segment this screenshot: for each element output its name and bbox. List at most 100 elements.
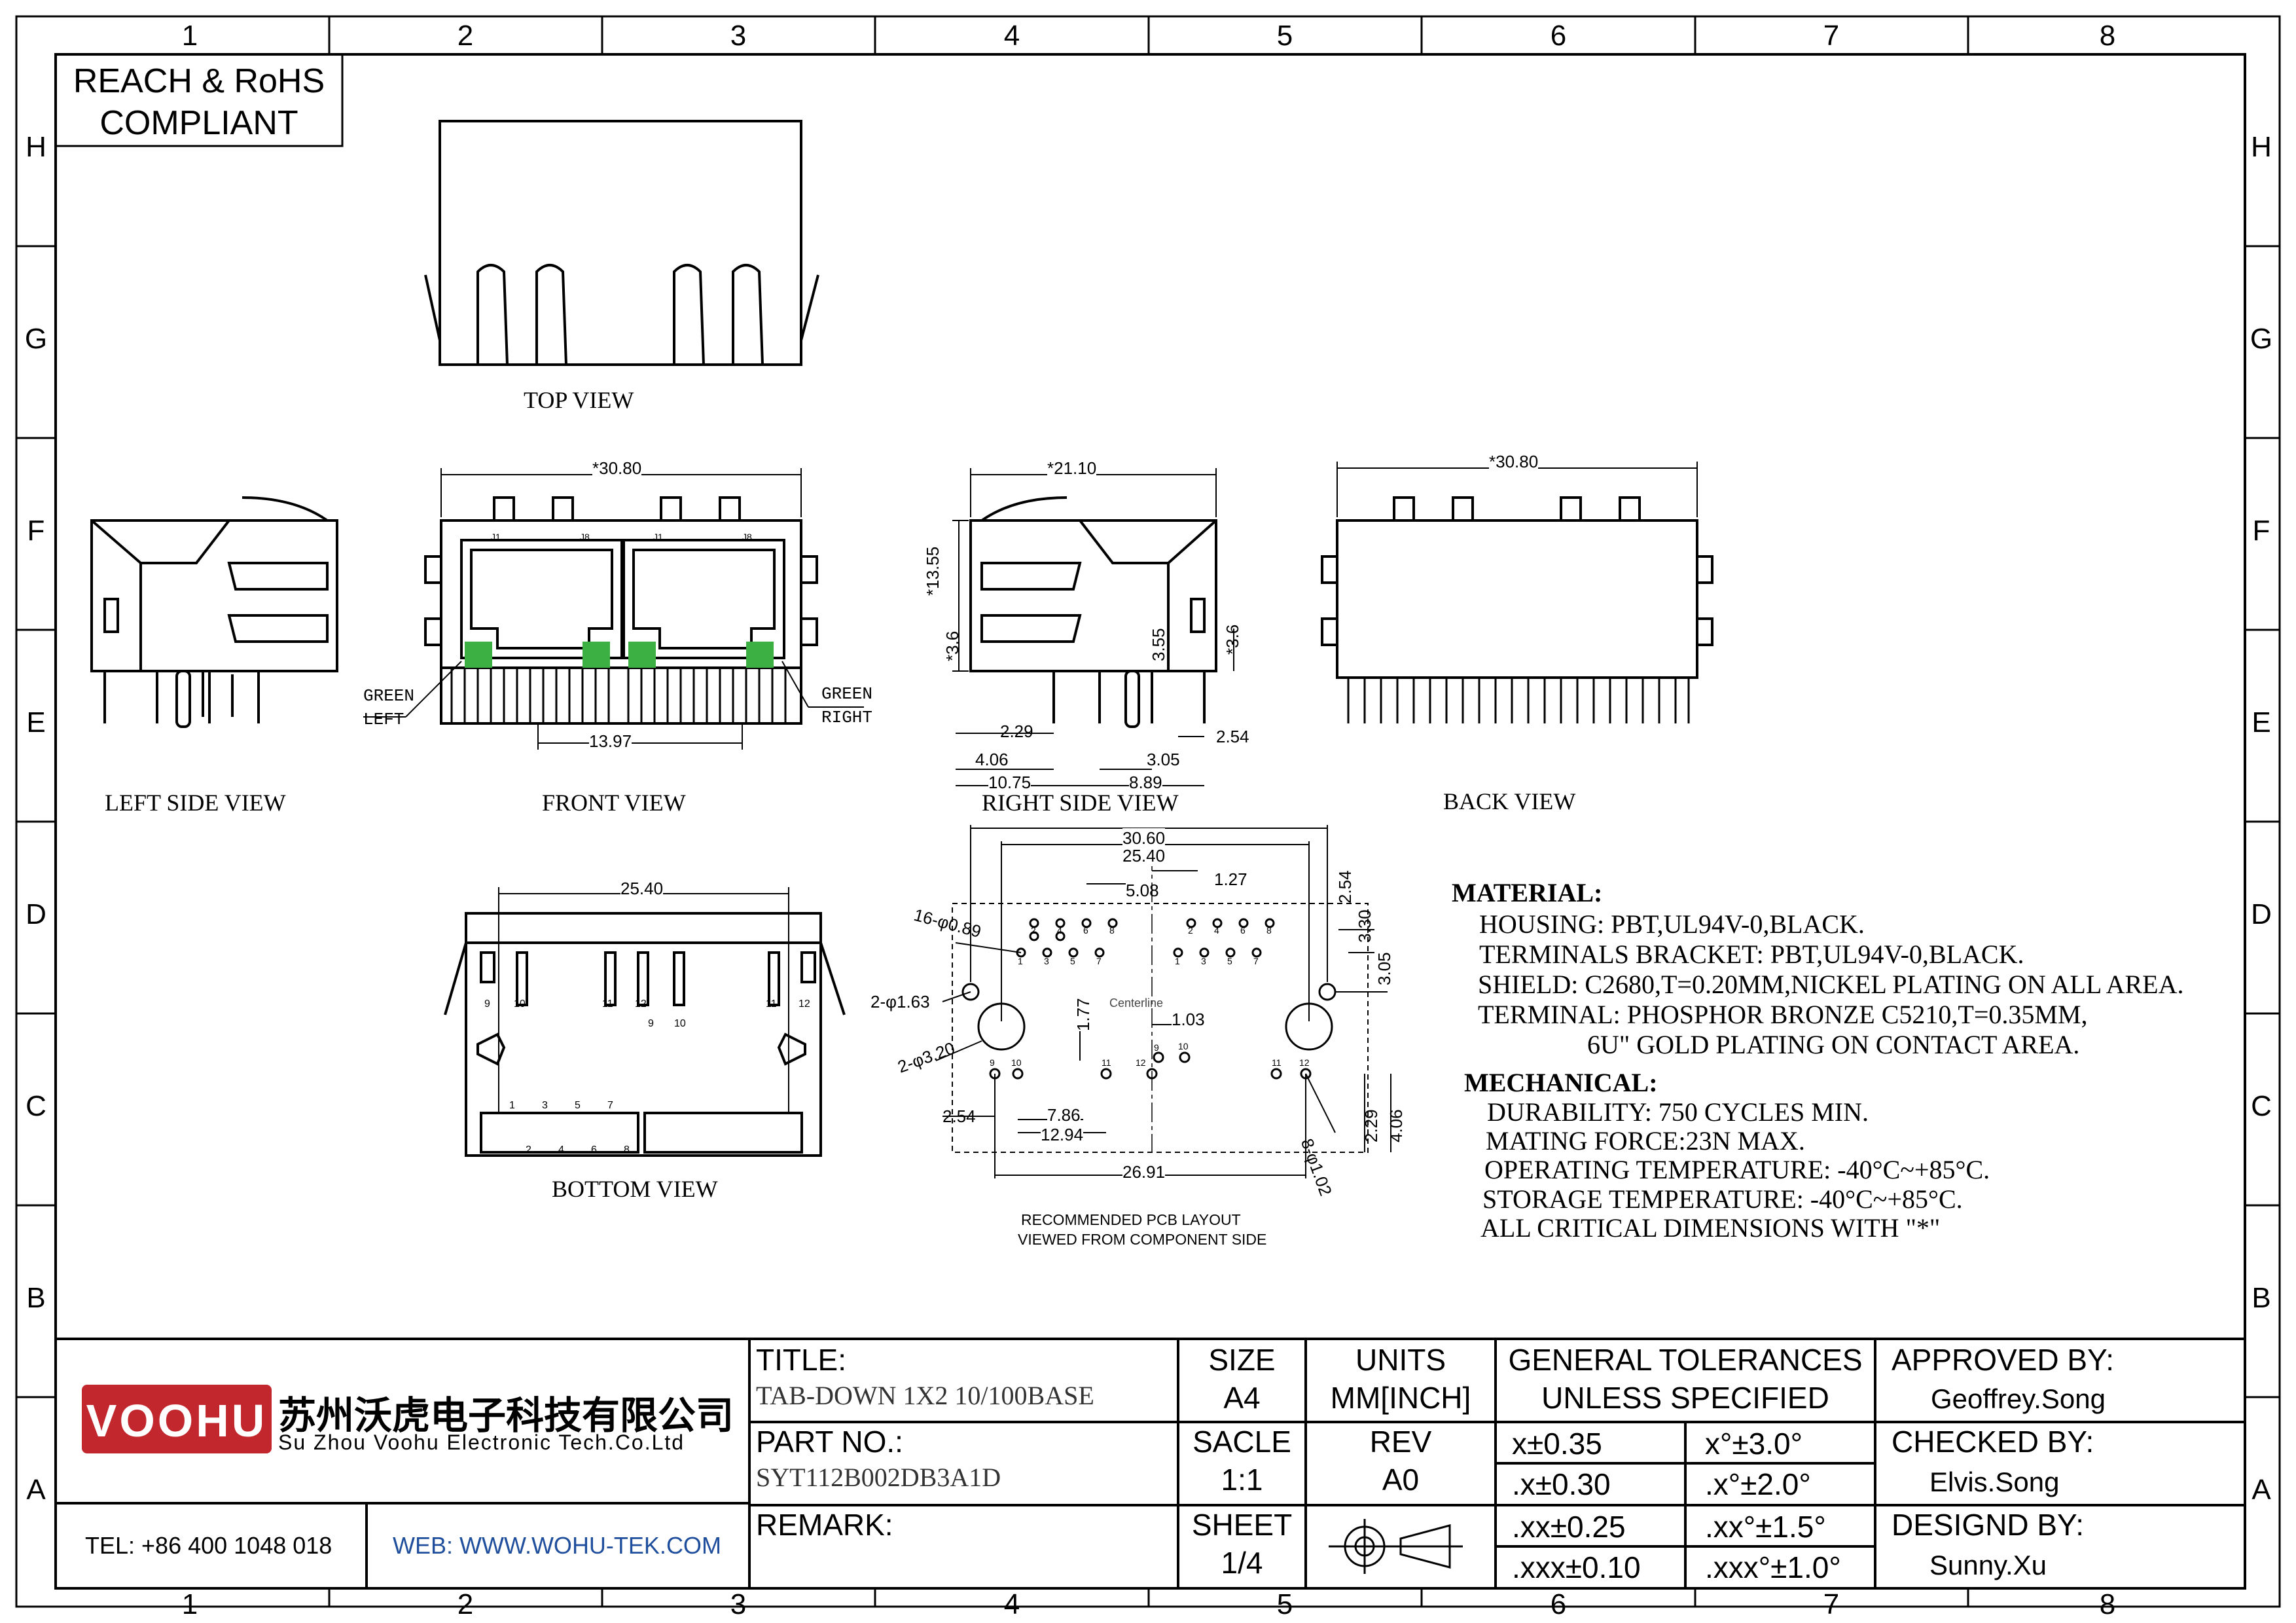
row-label-right-f: F xyxy=(2252,515,2270,547)
part-number-label: PART NO.: xyxy=(756,1425,903,1459)
part-number-value: SYT112B002DB3A1D xyxy=(756,1463,1001,1492)
tolerance-angular-3: .xxx°±1.0° xyxy=(1705,1550,1841,1584)
pin-j1-right: J1 xyxy=(653,532,663,542)
back-width-dim: *30.80 xyxy=(1489,452,1539,472)
right-dim-2-54: 2.54 xyxy=(1216,727,1249,746)
right-dim-height: *13.55 xyxy=(923,546,942,596)
pcb-dim-1-03: 1.03 xyxy=(1172,1010,1205,1029)
units-value: MM[INCH] xyxy=(1330,1381,1471,1415)
pcb-hole-11a: 11 xyxy=(1102,1057,1111,1068)
pcb-hole-10b: 10 xyxy=(1178,1041,1189,1051)
right-dim-2-29: 2.29 xyxy=(1000,721,1033,741)
approved-by-value: Geoffrey.Song xyxy=(1931,1383,2106,1414)
caption-top-view: TOP VIEW xyxy=(524,387,634,413)
pcb-hole-3b: 3 xyxy=(1201,956,1206,966)
right-dim-3-55: 3.55 xyxy=(1149,628,1168,661)
pcb-dim-2-54-top: 2.54 xyxy=(1335,870,1355,903)
tolerance-linear-0: x±0.35 xyxy=(1512,1427,1602,1461)
pcb-hole-1a: 1 xyxy=(1018,956,1023,966)
led-green-left xyxy=(465,642,492,668)
pcb-hole-7a: 7 xyxy=(1096,956,1102,966)
bottom-pin-12-right: 12 xyxy=(798,998,810,1010)
right-dim-10-75: 10.75 xyxy=(988,773,1031,793)
pcb-hole-11b: 11 xyxy=(1272,1057,1282,1068)
mechanical-line-critical: ALL CRITICAL DIMENSIONS WITH "*" xyxy=(1480,1213,1941,1243)
front-width-dim: *30.80 xyxy=(592,458,642,479)
green-left-label: GREEN LEFT xyxy=(363,684,414,731)
pcb-hole-2a: 2 xyxy=(1031,925,1036,936)
material-heading: MATERIAL: xyxy=(1452,878,1603,907)
title-value: TAB-DOWN 1X2 10/100BASE xyxy=(756,1381,1094,1410)
col-label-bottom-7: 7 xyxy=(1823,1588,1840,1620)
back-view-pins xyxy=(1347,678,1690,723)
caption-bottom-view: BOTTOM VIEW xyxy=(552,1176,718,1202)
material-line-shield: SHIELD: C2680,T=0.20MM,NICKEL PLATING ON… xyxy=(1478,970,2184,999)
company-name-cn: 苏州沃虎电子科技有限公司 xyxy=(278,1395,734,1437)
col-label-bottom-4: 4 xyxy=(1003,1588,1020,1620)
right-word: RIGHT xyxy=(821,708,873,727)
right-dim-8-89: 8.89 xyxy=(1129,773,1162,793)
bottom-pin-7: 7 xyxy=(607,1100,613,1111)
pcb-hole-9b: 9 xyxy=(1154,1042,1159,1053)
zone-ticks xyxy=(16,16,2280,1607)
bottom-pin-11-right: 11 xyxy=(766,998,777,1010)
mechanical-heading: MECHANICAL: xyxy=(1464,1068,1658,1097)
bottom-pin-10-right: 10 xyxy=(674,1018,686,1029)
company-web[interactable]: WEB: WWW.WOHU-TEK.COM xyxy=(393,1532,721,1559)
pcb-dim-2-54-bottom: 2.54 xyxy=(942,1106,976,1126)
col-label-bottom-6: 6 xyxy=(1550,1588,1567,1620)
green-right-label: GREEN RIGHT xyxy=(821,682,872,729)
row-label-d: D xyxy=(26,898,46,930)
col-label-bottom-1: 1 xyxy=(181,1588,198,1620)
material-line-terminal: TERMINAL: PHOSPHOR BRONZE C5210,T=0.35MM… xyxy=(1478,1000,2088,1029)
bottom-pin-1: 1 xyxy=(509,1100,515,1111)
material-line-bracket: TERMINALS BRACKET: PBT,UL94V-0,BLACK. xyxy=(1479,939,2024,969)
caption-front-view: FRONT VIEW xyxy=(542,790,686,816)
col-label-5: 5 xyxy=(1276,20,1293,52)
pcb-hole-4a: 4 xyxy=(1057,925,1062,936)
pcb-hole-5a: 5 xyxy=(1070,956,1075,966)
pcb-hole-9a: 9 xyxy=(990,1057,995,1068)
row-label-e: E xyxy=(26,706,46,739)
rev-value: A0 xyxy=(1382,1463,1420,1497)
led-indicators xyxy=(465,642,774,668)
pcb-hole-12b: 12 xyxy=(1299,1057,1310,1068)
col-label-bottom-5: 5 xyxy=(1276,1588,1293,1620)
col-label-7: 7 xyxy=(1823,20,1840,52)
bottom-pin-9-right: 9 xyxy=(648,1018,654,1029)
caption-right-side-view: RIGHT SIDE VIEW xyxy=(982,790,1179,816)
pcb-dim-7-86: 7.86 xyxy=(1047,1105,1081,1125)
row-label-right-c: C xyxy=(2251,1090,2272,1122)
green-left-word: GREEN xyxy=(363,686,415,706)
row-label-right-d: D xyxy=(2251,898,2272,930)
pcb-dim-1-27: 1.27 xyxy=(1214,869,1247,889)
compliance-line1: REACH & RoHS xyxy=(73,62,325,100)
pcb-hole-1b: 1 xyxy=(1175,956,1180,966)
row-label-c: C xyxy=(26,1090,46,1122)
led-green-center-left xyxy=(583,642,610,668)
col-label-bottom-8: 8 xyxy=(2099,1588,2116,1620)
scale-value: 1:1 xyxy=(1221,1463,1263,1497)
pcb-dim-2-holes-small: 2-φ1.63 xyxy=(870,992,930,1012)
scale-label: SACLE xyxy=(1193,1425,1291,1459)
col-label-bottom-2: 2 xyxy=(457,1588,474,1620)
left-side-view-drawing xyxy=(90,496,338,728)
pcb-dimensions xyxy=(935,825,1391,1178)
pcb-hole-10a: 10 xyxy=(1011,1057,1022,1068)
pcb-dim-30-60: 30.60 xyxy=(1122,828,1166,848)
pin-j1-left: J1 xyxy=(491,532,501,542)
tolerance-heading-1: GENERAL TOLERANCES xyxy=(1508,1343,1863,1377)
front-view-pins xyxy=(450,668,787,723)
right-dim-3-6-left: *3.6 xyxy=(942,630,962,661)
checked-by-value: Elvis.Song xyxy=(1929,1467,2060,1497)
company-name-en: Su Zhou Voohu Electronic Tech.Co.Ltd xyxy=(278,1431,685,1454)
tolerance-angular-2: .xx°±1.5° xyxy=(1705,1510,1826,1544)
row-label-right-h: H xyxy=(2251,131,2272,163)
tolerance-heading-2: UNLESS SPECIFIED xyxy=(1541,1381,1829,1415)
row-label-g: G xyxy=(24,323,48,355)
back-view-drawing xyxy=(1321,496,1713,679)
row-label-right-g: G xyxy=(2250,323,2273,355)
tolerance-angular-0: x°±3.0° xyxy=(1705,1427,1803,1461)
